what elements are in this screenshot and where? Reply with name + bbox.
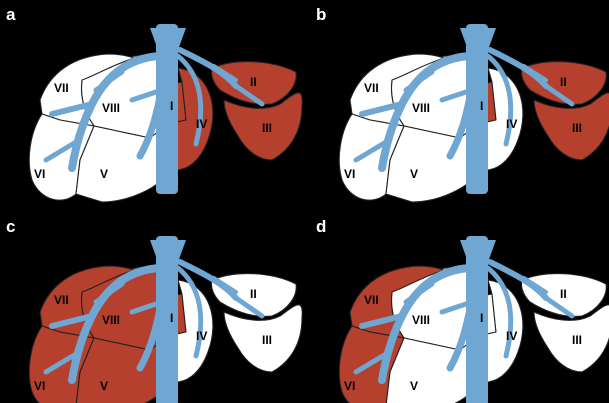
segment-label-iv: IV <box>196 117 207 131</box>
hepatic-vein <box>233 83 265 107</box>
hepatic-vein <box>49 101 95 117</box>
segment-label-viii: VIII <box>412 101 430 115</box>
hepatic-vein <box>49 313 95 329</box>
hepatic-vein <box>43 139 79 163</box>
segment-label-vii: VII <box>54 81 69 95</box>
hepatic-vein <box>93 69 125 93</box>
segment-label-ii: II <box>560 75 567 89</box>
segment-iii <box>533 304 609 373</box>
panel-letter: d <box>316 217 326 236</box>
hepatic-vein <box>522 64 548 82</box>
segment-label-iii: III <box>262 333 272 347</box>
hepatic-vein <box>177 47 239 89</box>
hepatic-vein <box>522 276 548 294</box>
hepatic-vein <box>359 101 405 117</box>
hepatic-vein <box>487 259 549 301</box>
hepatic-vein <box>212 64 238 82</box>
segment-label-i: I <box>170 311 173 325</box>
hepatic-vein <box>129 299 165 315</box>
hepatic-vein <box>359 313 405 329</box>
segment-label-ii: II <box>250 287 257 301</box>
hepatic-vein <box>439 87 475 103</box>
segment-label-viii: VIII <box>412 313 430 327</box>
hepatic-vein <box>446 48 484 160</box>
segment-label-v: V <box>410 379 418 393</box>
vena-cava <box>466 24 488 194</box>
segment-label-viii: VIII <box>102 101 120 115</box>
hepatic-vein <box>487 47 549 89</box>
segment-v <box>385 123 481 203</box>
hepatic-vein <box>212 276 238 294</box>
segment-ii <box>210 61 297 105</box>
segment-label-v: V <box>100 167 108 181</box>
segment-label-vi: VI <box>344 379 355 393</box>
segment-v <box>385 335 481 403</box>
hepatic-vein <box>485 53 514 147</box>
hepatic-vein <box>403 281 435 305</box>
segment-label-v: V <box>410 167 418 181</box>
panel-c: VII VIII I IV II III VI V c <box>6 217 303 403</box>
segment-ii <box>210 273 297 317</box>
segment-label-iv: IV <box>196 329 207 343</box>
hepatic-vein <box>136 48 174 160</box>
segment-iii <box>533 92 609 161</box>
segment-label-ii: II <box>560 287 567 301</box>
segment-label-vii: VII <box>364 81 379 95</box>
hepatic-vein <box>136 260 174 372</box>
vena-cava <box>466 236 488 403</box>
segment-label-i: I <box>480 311 483 325</box>
segment-label-ii: II <box>250 75 257 89</box>
vena-cava <box>156 236 178 403</box>
segment-label-i: I <box>480 99 483 113</box>
segment-ii <box>520 61 607 105</box>
panel-letter: a <box>6 5 16 24</box>
panel-a: VII VIII I IV II III VI V a <box>6 5 303 203</box>
segment-label-v: V <box>100 379 108 393</box>
hepatic-vein <box>175 265 204 359</box>
segment-label-vi: VI <box>344 167 355 181</box>
hepatic-vein <box>177 259 239 301</box>
hepatic-vein <box>403 69 435 93</box>
hepatic-vein <box>353 351 389 375</box>
segment-label-vi: VI <box>34 379 45 393</box>
hepatic-vein <box>93 281 125 305</box>
segment-label-iv: IV <box>506 329 517 343</box>
panel-b: VII VIII I IV II III VI V b <box>316 5 609 203</box>
hepatic-vein <box>439 299 475 315</box>
panel-letter: c <box>6 217 15 236</box>
segment-label-iii: III <box>572 121 582 135</box>
hepatic-vein <box>175 53 204 147</box>
hepatic-vein <box>446 260 484 372</box>
segment-label-vii: VII <box>54 293 69 307</box>
segment-ii <box>520 273 607 317</box>
segment-label-i: I <box>170 99 173 113</box>
vena-cava <box>156 24 178 194</box>
segment-iii <box>223 304 303 373</box>
segment-label-iii: III <box>572 333 582 347</box>
segment-iii <box>223 92 303 161</box>
segment-label-iii: III <box>262 121 272 135</box>
segment-v <box>75 123 171 203</box>
hepatic-vein <box>129 87 165 103</box>
hepatic-vein <box>485 265 514 359</box>
hepatic-vein <box>543 83 575 107</box>
segment-label-viii: VIII <box>102 313 120 327</box>
segment-label-vii: VII <box>364 293 379 307</box>
panel-letter: b <box>316 5 326 24</box>
segment-v <box>75 335 171 403</box>
segment-label-iv: IV <box>506 117 517 131</box>
segment-label-vi: VI <box>34 167 45 181</box>
hepatic-vein <box>43 351 79 375</box>
hepatic-vein <box>543 295 575 319</box>
hepatic-vein <box>353 139 389 163</box>
panel-d: VII VIII I IV II III VI V d <box>316 217 609 403</box>
hepatic-vein <box>233 295 265 319</box>
